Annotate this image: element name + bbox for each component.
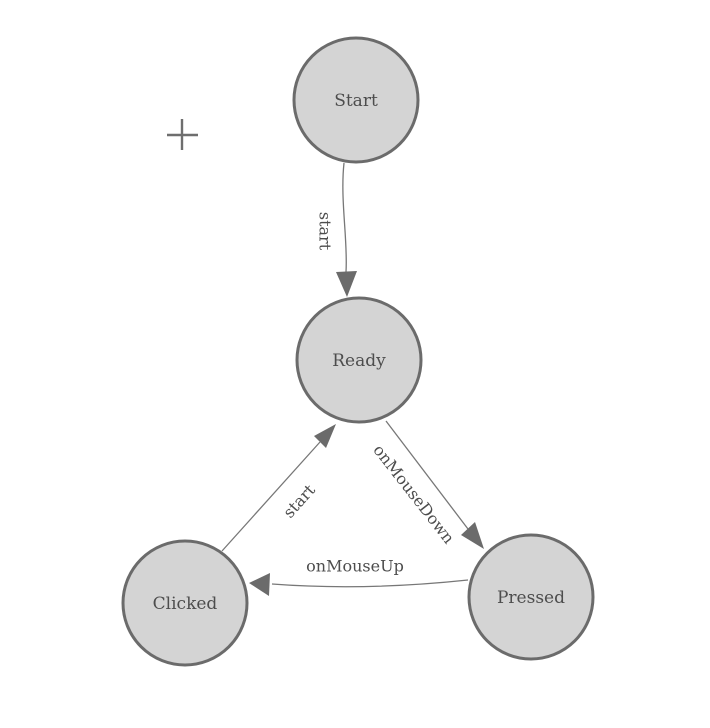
edge-start-to-ready-line[interactable] [342, 162, 347, 273]
edge-pressed-to-clicked[interactable]: onMouseUp [249, 557, 469, 596]
node-start-label: Start [334, 91, 378, 111]
arrowhead-into-clicked [249, 573, 270, 596]
node-ready-circle[interactable] [295, 296, 423, 424]
node-pressed[interactable]: Pressed [467, 533, 595, 661]
edge-start-to-ready[interactable]: start [315, 162, 357, 297]
edge-label-start-left: start [279, 480, 319, 522]
node-ready[interactable]: Ready [295, 296, 423, 424]
edge-clicked-to-ready-line[interactable] [221, 441, 321, 552]
node-pressed-label: Pressed [497, 588, 565, 608]
node-ready-label: Ready [332, 351, 386, 371]
node-pressed-circle[interactable] [467, 533, 595, 661]
edge-clicked-to-ready[interactable]: start [221, 424, 336, 552]
plus-crosshair-icon [167, 119, 198, 150]
edge-label-onmouseup: onMouseUp [306, 557, 404, 576]
node-clicked-circle[interactable] [121, 539, 249, 667]
node-clicked-label: Clicked [153, 594, 218, 614]
arrowhead-into-pressed [461, 522, 484, 549]
arrowhead-into-ready-from-start [336, 271, 357, 297]
arrowhead-into-ready-from-clicked [314, 424, 336, 448]
node-clicked[interactable]: Clicked [121, 539, 249, 667]
edge-ready-to-pressed-line[interactable] [385, 420, 469, 530]
node-start-circle[interactable] [292, 36, 420, 164]
node-start[interactable]: Start [292, 36, 420, 164]
edge-label-start-top: start [315, 212, 334, 251]
edge-pressed-to-clicked-line[interactable] [271, 579, 469, 588]
edge-ready-to-pressed[interactable]: onMouseDown [369, 420, 484, 549]
